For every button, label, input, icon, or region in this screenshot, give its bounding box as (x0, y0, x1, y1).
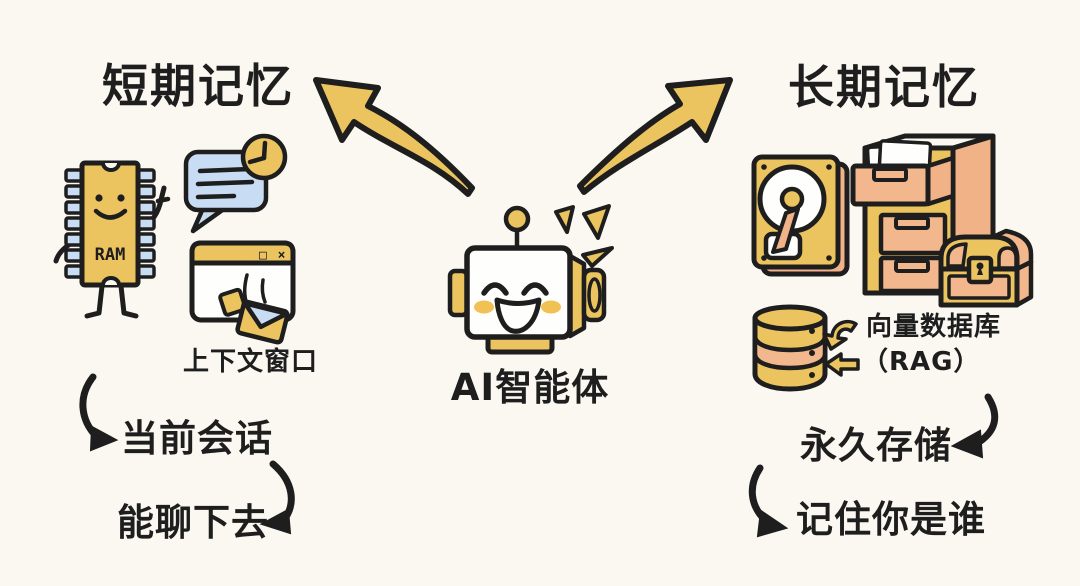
current-session-label: 当前会话 (121, 417, 273, 460)
hard-drive-icon (751, 154, 850, 277)
flow-arrow-to-current-session (79, 373, 119, 452)
sync-arrows-icon (822, 319, 860, 377)
clock-icon (240, 133, 288, 181)
database-icon (752, 304, 828, 392)
sparkles-icon (554, 204, 614, 268)
context-window-icon: _ □ × (189, 240, 296, 323)
short-term-memory-title: 短期记忆 (102, 59, 294, 113)
ai-agent-label: AI智能体 (450, 366, 610, 409)
context-window-caption: 上下文窗口 (183, 347, 319, 377)
arrow-to-long-term-icon (577, 77, 733, 195)
treasure-chest-icon (938, 228, 1034, 308)
envelope-icon (235, 299, 290, 345)
flow-arrow-to-permanent-storage (950, 393, 999, 459)
falling-note-icon (218, 287, 248, 317)
permanent-storage-label: 永久存储 (800, 424, 952, 467)
flow-arrow-to-remember-you (748, 464, 789, 538)
remember-who-you-are-label: 记住你是谁 (796, 498, 986, 541)
long-term-memory-title: 长期记忆 (788, 60, 980, 114)
robot-icon (447, 205, 607, 355)
window-controls-label: _ □ × (240, 248, 287, 263)
vector-db-label-line1: 向量数据库 (866, 312, 1002, 342)
arrow-to-short-term-icon (313, 77, 475, 197)
vector-db-label-line2: （RAG） (862, 347, 981, 377)
ram-chip-label: RAM (95, 245, 126, 265)
keep-chatting-label: 能聊下去 (117, 501, 269, 544)
file-cabinet-icon (850, 133, 996, 296)
ram-chip-icon: RAM (53, 160, 171, 319)
flow-arrow-to-keep-chatting (259, 460, 295, 535)
